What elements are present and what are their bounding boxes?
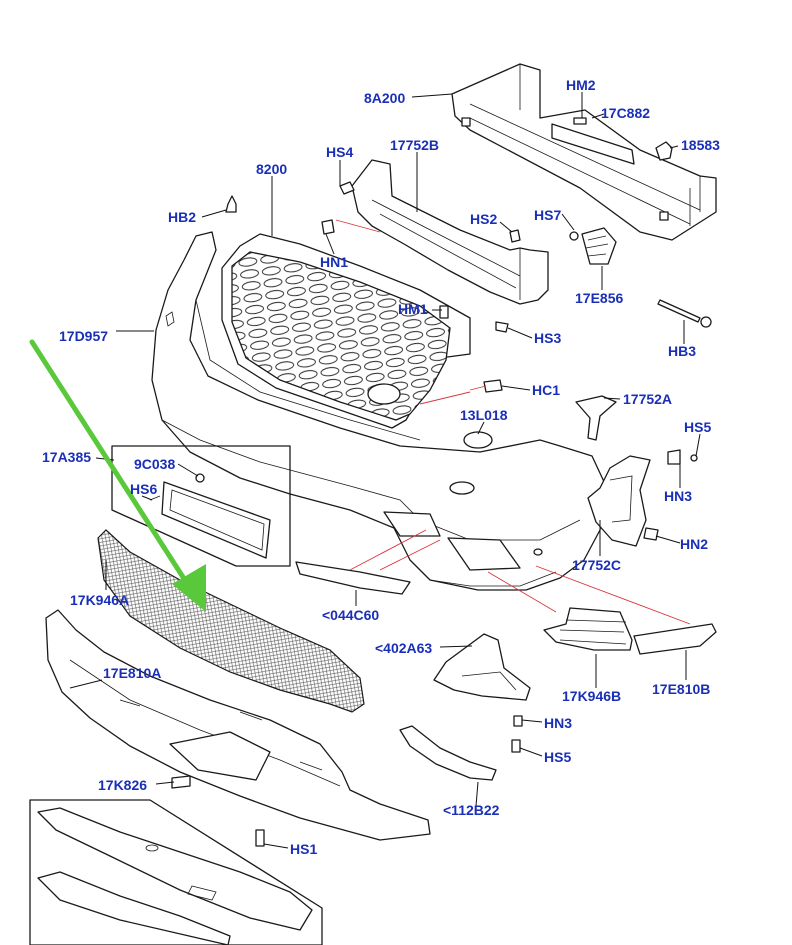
leader-lines [69,92,701,849]
bottom-inset-box [29,799,323,945]
label-17e810b: 17E810B [652,681,711,697]
label-17k946a: 17K946A [70,592,130,608]
label-17k826: 17K826 [98,777,148,793]
label-402a63: <402A63 [375,640,433,656]
label-17k946b: 17K946B [562,688,622,704]
green-arrow [29,339,206,612]
label-17752c: 17752C [572,557,622,573]
label-18583: 18583 [681,137,720,153]
label-112b22: <112B22 [443,802,500,818]
label-17a385: 17A385 [42,449,92,465]
license-bracket-inset [111,445,291,567]
label-13l018: 13L018 [460,407,508,423]
mesh-17k946a [97,529,365,713]
label-hn1: HN1 [320,254,349,270]
label-hs2: HS2 [470,211,498,227]
label-17d957: 17D957 [59,328,109,344]
label-8200: 8200 [256,161,288,177]
label-9c038: 9C038 [134,456,176,472]
label-hs3: HS3 [534,330,562,346]
label-17752b: 17752B [390,137,440,153]
label-hn3-bottom: HN3 [544,715,573,731]
label-044c60: <044C60 [322,607,380,623]
bracket-17752a [575,395,617,441]
label-hs1: HS1 [290,841,318,857]
bolt-hs1 [255,829,265,847]
screw-hm2 [573,117,587,125]
label-hm2: HM2 [566,77,596,93]
louver-17k946b [543,607,633,651]
label-hb3: HB3 [668,343,697,359]
trim-strip-044c60 [295,561,411,595]
label-17c882: 17C882 [601,105,651,121]
label-hs7: HS7 [534,207,562,223]
label-hm1: HM1 [398,301,428,317]
license-bracket-17a385 [161,481,271,559]
trim-strip-112b22 [399,725,497,781]
label-hs4: HS4 [326,144,354,160]
label-hs5-bottom: HS5 [544,749,572,765]
bar-17c882 [551,123,635,165]
label-hc1: HC1 [532,382,561,398]
label-hn3-top: HN3 [664,488,693,504]
grille-8200 [231,251,451,421]
label-17e856: 17E856 [575,290,624,306]
label-17752a: 17752A [623,391,673,407]
label-17e810a: 17E810A [103,665,162,681]
label-8a200: 8A200 [364,90,406,106]
trim-strip-17e810b [633,623,717,655]
bracket-402a63 [433,633,531,701]
label-hs6: HS6 [130,481,158,497]
label-hb2: HB2 [168,209,197,225]
bolt-hb3 [657,299,701,323]
undertray-17e810a [45,609,431,841]
plug-18583 [655,141,673,161]
label-hn2: HN2 [680,536,709,552]
label-hs5-top: HS5 [684,419,712,435]
bracket-17752c [587,455,651,547]
reinforcement-17752b [351,159,549,305]
clip-17k826 [171,775,191,789]
tow-eye-cover-13l018 [463,431,493,449]
bumper-beam [451,63,717,241]
red-reference-lines [335,219,691,625]
